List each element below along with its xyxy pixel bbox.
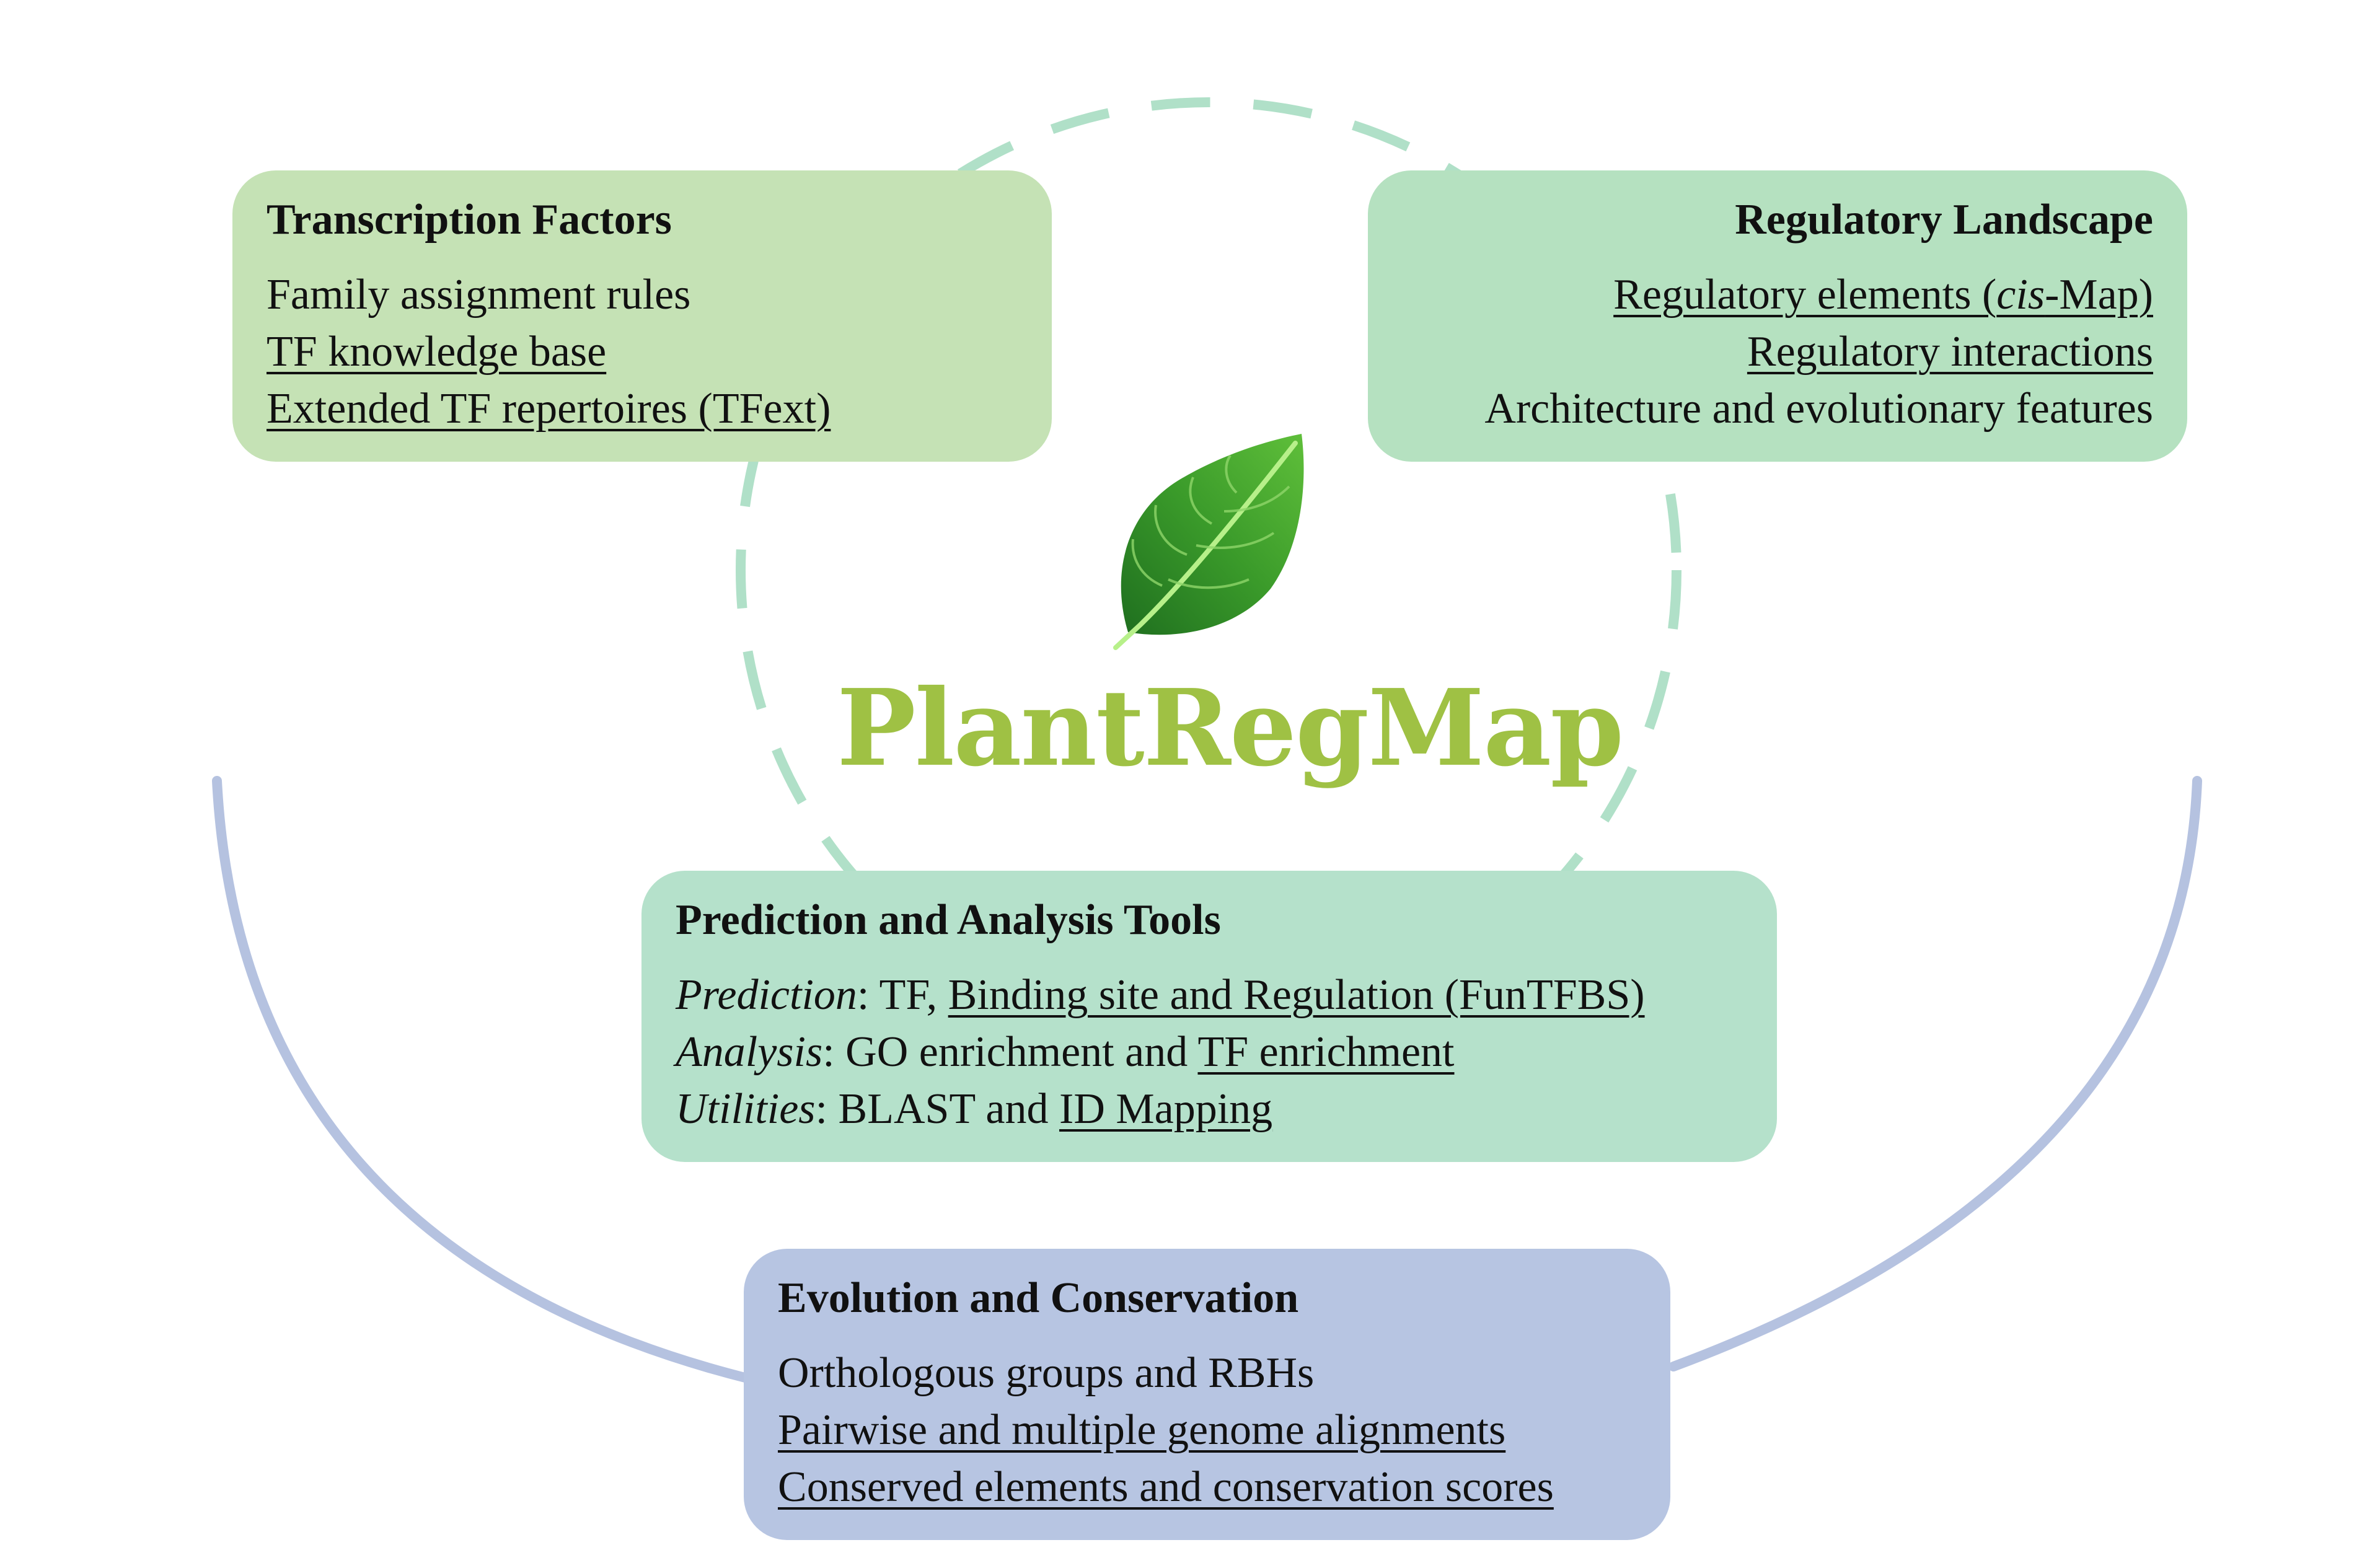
regulatory-elements-link[interactable]: Regulatory elements (cis-Map) bbox=[1613, 271, 2153, 319]
funtfbs-link[interactable]: Binding site and Regulation (FunTFBS) bbox=[948, 971, 1645, 1019]
transcription-factors-heading: Transcription Factors bbox=[267, 196, 672, 244]
regulatory-landscape-heading: Regulatory Landscape bbox=[1735, 196, 2153, 244]
prediction-label: Prediction bbox=[676, 971, 857, 1019]
tf-family-assignment-rules: Family assignment rules bbox=[267, 271, 691, 319]
analysis-text: : GO enrichment and bbox=[822, 1028, 1198, 1076]
evolution-heading: Evolution and Conservation bbox=[778, 1274, 1299, 1322]
tf-knowledge-base-link[interactable]: TF knowledge base bbox=[267, 328, 607, 376]
analysis-label: Analysis bbox=[676, 1028, 823, 1076]
genome-alignments-link[interactable]: Pairwise and multiple genome alignments bbox=[778, 1406, 1506, 1454]
tools-row-prediction: Prediction: TF, Binding site and Regulat… bbox=[676, 967, 1743, 1024]
cis-italic: cis bbox=[1996, 271, 2045, 319]
outer-arc-right bbox=[1668, 776, 2202, 1371]
regulatory-elements-text: Regulatory elements ( bbox=[1613, 271, 1997, 319]
prediction-text: : TF, bbox=[857, 971, 948, 1019]
regulatory-elements-suffix: -Map) bbox=[2045, 271, 2153, 319]
regulatory-landscape-box: Regulatory Landscape Regulatory elements… bbox=[1368, 170, 2187, 462]
conserved-elements-link[interactable]: Conserved elements and conservation scor… bbox=[778, 1463, 1554, 1511]
utilities-label: Utilities bbox=[676, 1085, 816, 1133]
prediction-analysis-tools-box: Prediction and Analysis Tools Prediction… bbox=[641, 871, 1777, 1162]
plantregmap-title: PlantRegMap bbox=[837, 666, 1624, 790]
utilities-text: : BLAST and bbox=[815, 1085, 1060, 1133]
architecture-features-text: Architecture and evolutionary features bbox=[1484, 385, 2153, 433]
outer-arc-left bbox=[212, 776, 755, 1384]
id-mapping-link[interactable]: ID Mapping bbox=[1059, 1085, 1273, 1133]
tf-enrichment-link[interactable]: TF enrichment bbox=[1197, 1028, 1455, 1076]
tools-row-utilities: Utilities: BLAST and ID Mapping bbox=[676, 1081, 1743, 1138]
evolution-conservation-box: Evolution and Conservation Orthologous g… bbox=[744, 1249, 1670, 1540]
transcription-factors-box: Transcription Factors Family assignment … bbox=[232, 170, 1052, 462]
regulatory-interactions-link[interactable]: Regulatory interactions bbox=[1747, 328, 2153, 376]
tools-row-analysis: Analysis: GO enrichment and TF enrichmen… bbox=[676, 1024, 1743, 1081]
orthologous-groups-text: Orthologous groups and RBHs bbox=[778, 1349, 1315, 1397]
tools-heading: Prediction and Analysis Tools bbox=[676, 896, 1221, 944]
tf-extended-repertoires-link[interactable]: Extended TF repertoires (TFext) bbox=[267, 385, 831, 433]
leaf-icon bbox=[1113, 434, 1304, 650]
